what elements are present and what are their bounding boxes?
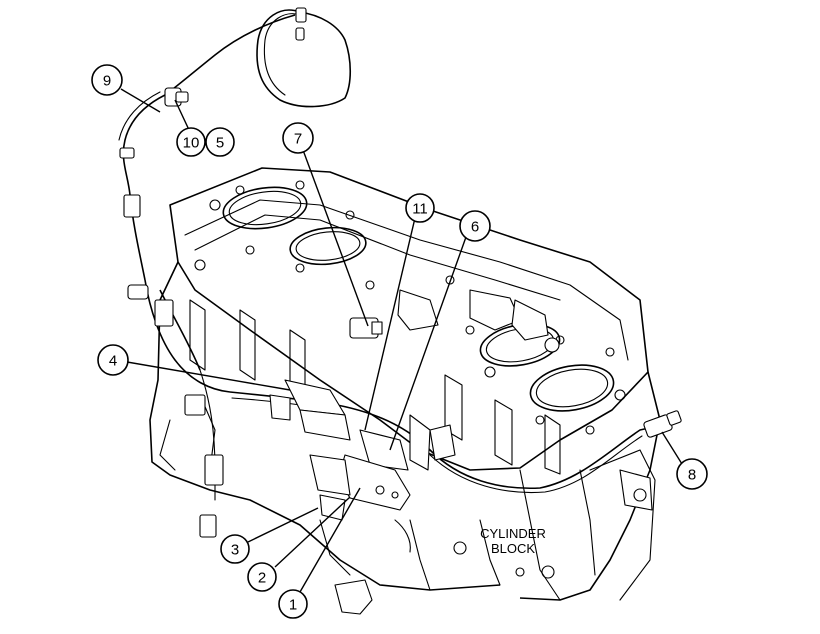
speed-timing-sensor — [164, 87, 189, 107]
callout-1: 1 — [278, 589, 308, 619]
callout-5-number: 5 — [216, 135, 224, 152]
wiring-harness — [118, 7, 663, 538]
sensor-item-8 — [643, 410, 682, 438]
callout-10: 10 — [176, 127, 206, 157]
callout-8-number: 8 — [688, 467, 696, 484]
cylinder-block-label-line2: BLOCK — [491, 541, 535, 556]
callout-11: 11 — [405, 193, 435, 223]
callout-6: 6 — [459, 210, 491, 242]
sensor-item-6-top — [469, 289, 560, 353]
callout-8: 8 — [676, 458, 708, 490]
callout-10-number: 10 — [183, 135, 200, 152]
callout-7-number: 7 — [294, 131, 302, 148]
sensor-item-7 — [349, 317, 383, 339]
callout-2-number: 2 — [258, 570, 266, 587]
callout-6-number: 6 — [471, 219, 479, 236]
callout-11-number: 11 — [412, 201, 428, 218]
bracket-assembly — [359, 289, 456, 471]
callout-2: 2 — [247, 562, 277, 592]
connector-item-4 — [269, 379, 351, 441]
leader-lines — [120, 88, 683, 593]
callout-5: 5 — [205, 127, 235, 157]
callout-4-number: 4 — [109, 353, 117, 370]
callout-7: 7 — [282, 122, 314, 154]
callout-3-number: 3 — [231, 542, 239, 559]
callout-1-number: 1 — [289, 597, 297, 614]
cylinder-block — [149, 167, 661, 615]
cylinder-block-label-line1: CYLINDER — [480, 526, 546, 541]
callout-3: 3 — [220, 534, 250, 564]
callout-9: 9 — [91, 64, 123, 96]
callout-4: 4 — [97, 344, 129, 376]
callout-9-number: 9 — [103, 73, 111, 90]
